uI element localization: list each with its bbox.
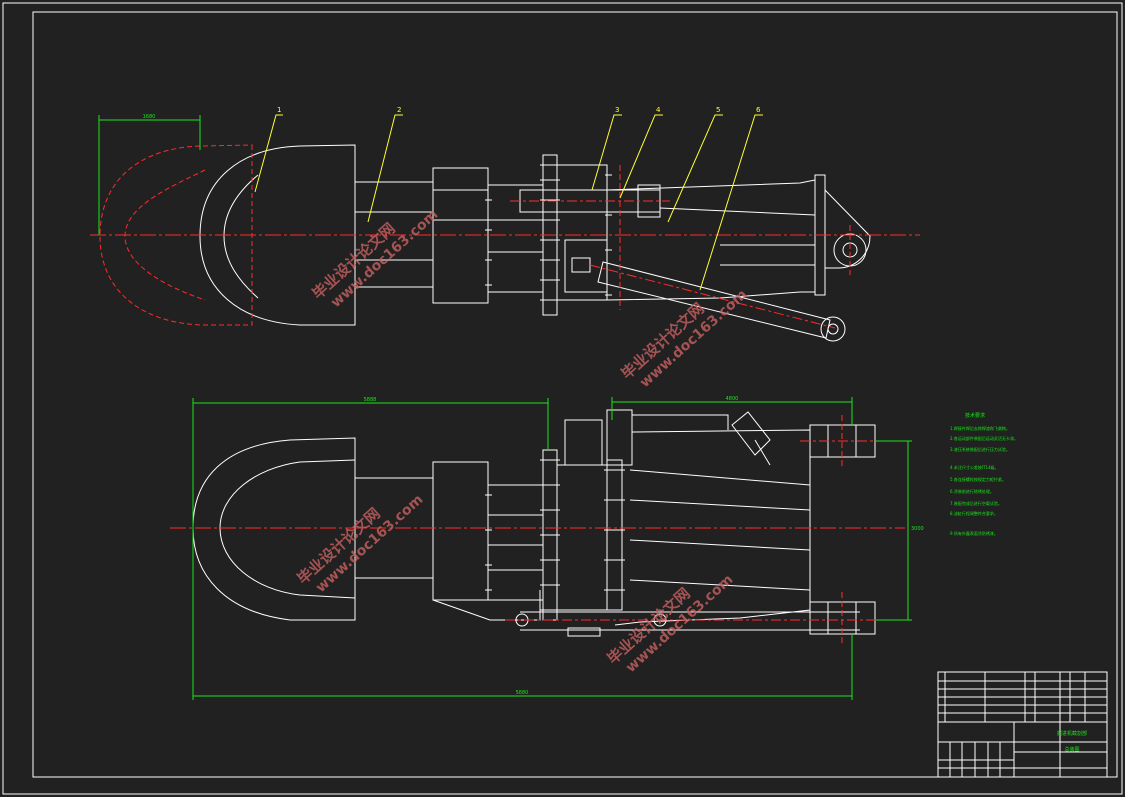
top-view-dimension [98,115,201,235]
tech-notes-title: 技术要求 [965,412,985,419]
bottom-view-centerlines [170,415,905,645]
svg-text:9.所有外露表面涂防锈漆。: 9.所有外露表面涂防锈漆。 [950,530,998,536]
svg-text:7.装配完成后进行空载试验。: 7.装配完成后进行空载试验。 [950,500,1002,506]
top-view-dimension-label: 1680 [143,114,156,120]
part-label-5: 5 [716,106,720,114]
svg-text:4.未注尺寸公差按IT14级。: 4.未注尺寸公差按IT14级。 [950,464,999,470]
main-housing-block [432,167,489,304]
title-block-drawing-title: 掘进机截割部 [1057,730,1087,737]
title-block [937,671,1108,778]
angled-cylinder-mount [731,411,771,456]
plan-bolts [485,459,625,611]
watermarks: 毕业设计论文网 www.doc163.com 毕业设计论文网 www.doc16… [294,207,751,676]
bottom-view-dimension-labels: 5888 4800 5880 3000 [364,396,924,696]
end-pin-bracket [824,189,871,269]
dim-height-span: 3000 [911,526,924,532]
svg-text:2.各运动部件装配后运动灵活无卡滞。: 2.各运动部件装配后运动灵活无卡滞。 [950,435,1018,441]
housing-plan-block [432,461,489,601]
bottom-view [192,409,876,637]
bucket-outer-outline [199,144,356,326]
dim-left-span: 5888 [364,397,377,403]
svg-text:6.涂装前进行除锈处理。: 6.涂装前进行除锈处理。 [950,488,994,494]
dim-total-span: 5880 [516,690,529,696]
part-labels: 1 2 3 4 5 6 [277,106,761,114]
bucket-plan-outline [192,437,356,621]
dim-right-span: 4800 [726,396,739,402]
part-label-3: 3 [615,106,619,114]
part-label-6: 6 [756,106,761,114]
technical-requirements: 技术要求 1.焊接件焊后去除焊渣和飞溅物。 2.各运动部件装配后运动灵活无卡滞。… [950,412,1018,536]
lift-cylinder-pin [820,316,846,342]
lift-cylinder-rod [597,261,831,339]
frame-plan-outline [614,429,811,626]
svg-text:8.油缸行程调整符合要求。: 8.油缸行程调整符合要求。 [950,510,998,516]
svg-text:5.各连接螺栓按规定力矩拧紧。: 5.各连接螺栓按规定力矩拧紧。 [950,476,1006,482]
part-label-2: 2 [397,106,401,114]
svg-text:3.液压系统装配后进行压力试验。: 3.液压系统装配后进行压力试验。 [950,446,1010,452]
title-block-drawing-name: 总装图 [1064,746,1079,753]
part-leaders [254,114,763,291]
flange-bolts [485,164,612,301]
bucket-swing-phantom [99,144,253,326]
bucket-inner-outline [223,174,259,299]
part-label-4: 4 [656,106,661,114]
part-label-1: 1 [277,106,281,114]
bottom-view-dimensions [192,397,912,700]
top-view-phantom-lines [90,144,920,329]
svg-text:1.焊接件焊后去除焊渣和飞溅物。: 1.焊接件焊后去除焊渣和飞溅物。 [950,425,1010,431]
